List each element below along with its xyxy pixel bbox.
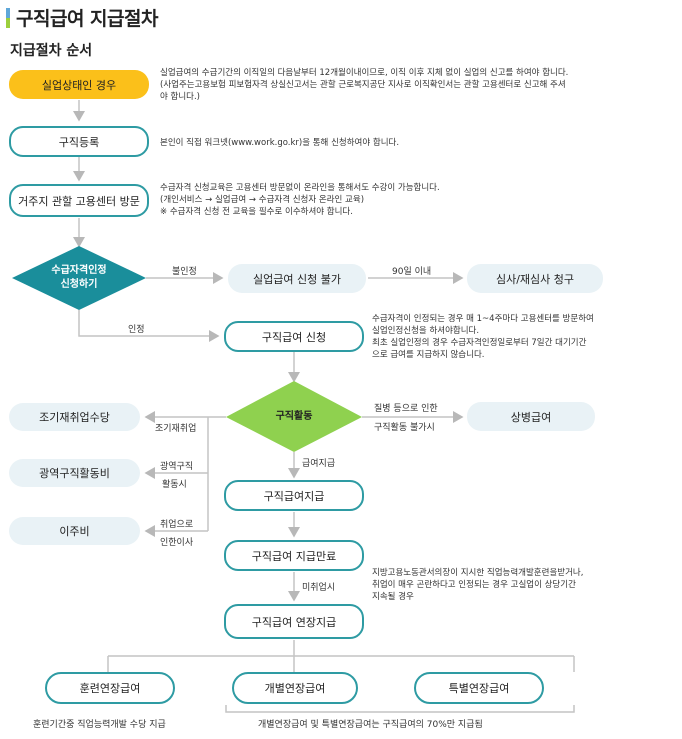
note-pay-end: 지방고용노동관서의장이 지시한 직업능력개발훈련을받거나, 취업이 매우 곤란하…: [372, 568, 584, 602]
node-visit-center[interactable]: 거주지 관할 고용센터 방문: [9, 184, 149, 217]
label-move-1: 취업으로: [160, 520, 194, 530]
note-apply: 수급자격이 인정되는 경우 매 1~4주마다 고용센터를 방문하여 실업인정신청…: [372, 314, 594, 360]
label-wide-2: 활동시: [162, 480, 187, 490]
node-training-ext[interactable]: 훈련연장급여: [45, 672, 175, 704]
node-not-allowed[interactable]: 실업급여 신청 불가: [228, 264, 366, 293]
node-moving[interactable]: 이주비: [9, 517, 140, 545]
node-extended[interactable]: 구직급여 연장지급: [224, 604, 364, 639]
label-move-2: 인한이사: [160, 538, 194, 548]
label-not-approved: 불인정: [172, 267, 197, 277]
label-not-employed: 미취업시: [302, 583, 336, 593]
node-early-reemployment[interactable]: 조기재취업수당: [9, 403, 140, 431]
node-sick-pay[interactable]: 상병급여: [467, 402, 595, 431]
note-unemployed: 실업급여의 수급기간의 이직일의 다음날부터 12개월이내이므로, 이직 이후 …: [160, 68, 569, 102]
node-wide-area[interactable]: 광역구직활동비: [9, 459, 140, 487]
section-title: 지급절차 순서: [10, 43, 93, 59]
label-wide-1: 광역구직: [160, 462, 194, 472]
eligibility-diamond: [12, 246, 146, 310]
page-title: 구직급여 지급절차: [16, 8, 158, 30]
label-pay: 급여지급: [302, 459, 336, 469]
footer-ext-note: 개별연장급여 및 특별연장급여는 구직급여의 70%만 지급됨: [258, 720, 483, 730]
node-pay-end[interactable]: 구직급여 지급만료: [224, 540, 364, 571]
title-accent-bar: [6, 8, 10, 28]
node-review[interactable]: 심사/재심사 청구: [467, 264, 603, 293]
label-early-reemploy: 조기재취업: [155, 424, 197, 434]
label-sickness-1: 질병 등으로 인한: [374, 404, 438, 414]
label-approved: 인정: [128, 325, 145, 335]
node-unemployed[interactable]: 실업상태인 경우: [9, 70, 149, 99]
activity-diamond: [226, 381, 362, 452]
activity-label[interactable]: 구직활동: [275, 411, 313, 422]
footer-training-note: 훈련기간중 직업능력개발 수당 지급: [33, 720, 166, 730]
note-register: 본인이 직접 워크넷(www.work.go.kr)을 통해 신청하여야 합니다…: [160, 138, 400, 148]
label-within-90: 90일 이내: [392, 267, 432, 277]
eligibility-label[interactable]: 수급자격인정 신청하기: [51, 265, 107, 290]
node-individual-ext[interactable]: 개별연장급여: [232, 672, 358, 704]
node-special-ext[interactable]: 특별연장급여: [414, 672, 544, 704]
label-sickness-2: 구직활동 불가시: [374, 423, 435, 433]
node-register[interactable]: 구직등록: [9, 126, 149, 157]
node-apply[interactable]: 구직급여 신청: [224, 321, 364, 352]
note-visit-center: 수급자격 신청교육은 고용센터 방문없이 온라인을 통해서도 수강이 가능합니다…: [160, 183, 440, 217]
node-pay[interactable]: 구직급여지급: [224, 480, 364, 511]
